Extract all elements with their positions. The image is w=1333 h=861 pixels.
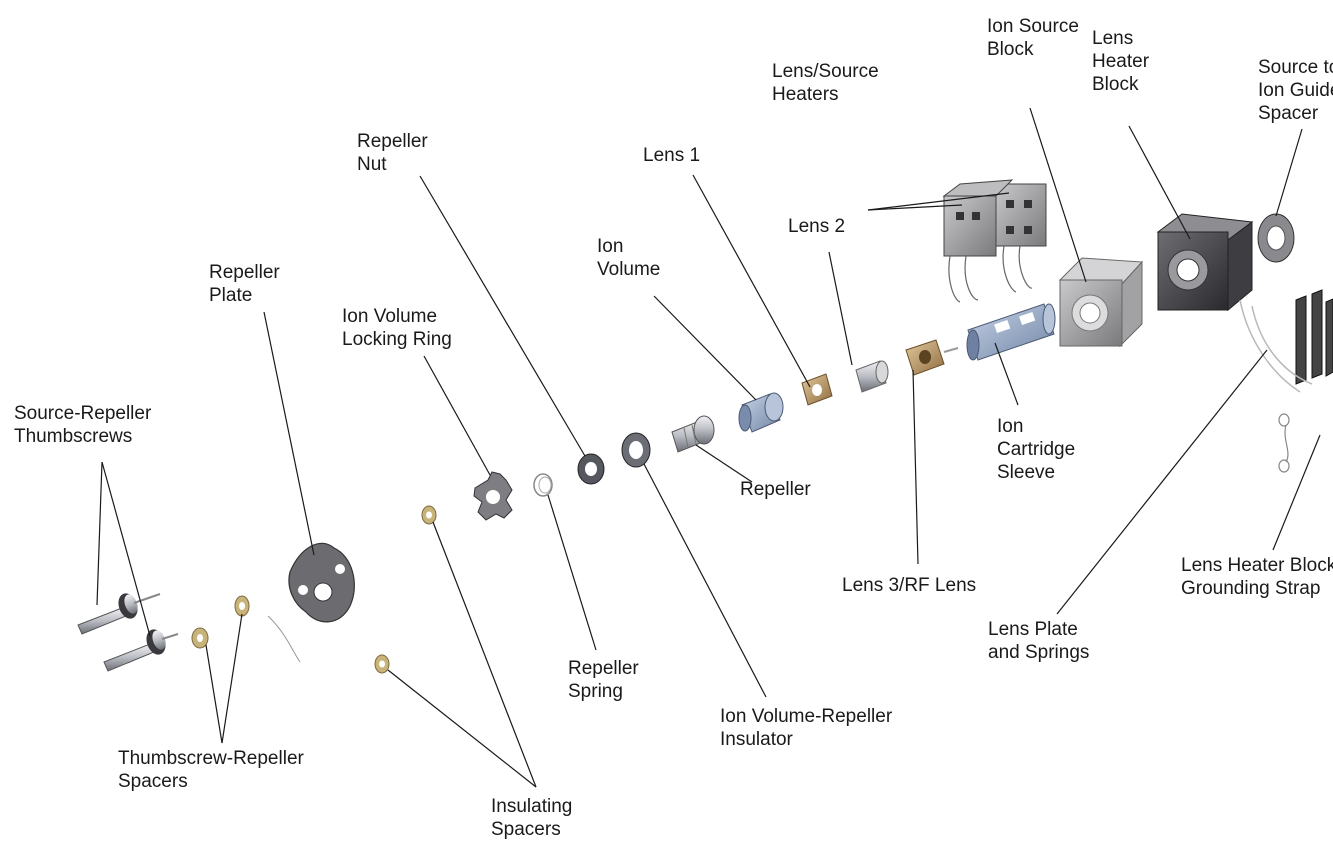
lens-1-part bbox=[801, 373, 833, 406]
ion-guide-spacer-part bbox=[1257, 213, 1295, 263]
label-lens-heater-block-grounding-strap: Lens Heater Block Grounding Strap bbox=[1181, 555, 1333, 599]
label-lens-3-rf-lens: Lens 3/RF Lens bbox=[842, 575, 977, 596]
insulator-part bbox=[621, 432, 651, 468]
lens-heater-block-part bbox=[1156, 213, 1254, 312]
insulating-spacer-part bbox=[421, 505, 437, 525]
label-source-to-ion-guide-spacer: Source to Ion Guide Spacer bbox=[1258, 57, 1333, 124]
locking-ring-part bbox=[473, 471, 513, 521]
ion-source-block-part bbox=[1058, 257, 1144, 348]
label-thumbscrew-repeller-spacers: Thumbscrew-Repeller Spacers bbox=[118, 748, 304, 792]
lens-2-part bbox=[855, 360, 889, 393]
label-repeller: Repeller bbox=[740, 479, 811, 500]
label-repeller-nut: Repeller Nut bbox=[357, 131, 428, 175]
repeller-nut-part bbox=[577, 453, 605, 485]
label-repeller-spring: Repeller Spring bbox=[568, 658, 639, 702]
label-ion-volume: Ion Volume bbox=[597, 236, 661, 280]
ion-cartridge-sleeve-part bbox=[966, 303, 1056, 361]
label-insulating-spacers: Insulating Spacers bbox=[491, 796, 573, 840]
label-repeller-plate: Repeller Plate bbox=[209, 262, 280, 306]
label-ion-volume-locking-ring: Ion Volume Locking Ring bbox=[342, 306, 452, 350]
label-lens-source-heaters: Lens/Source Heaters bbox=[772, 61, 879, 105]
label-source-repeller-thumbscrews: Source-Repeller Thumbscrews bbox=[14, 403, 152, 447]
repeller-plate-part bbox=[288, 542, 355, 623]
lens-source-heaters-part bbox=[942, 179, 1047, 303]
label-lens-2: Lens 2 bbox=[788, 216, 846, 237]
label-lens-1: Lens 1 bbox=[643, 145, 701, 166]
wire-part bbox=[267, 615, 301, 663]
repeller-spring-part bbox=[533, 473, 553, 497]
spacer-part bbox=[234, 595, 250, 617]
repeller-part bbox=[671, 415, 715, 453]
grounding-strap-part bbox=[1278, 413, 1290, 473]
label-ion-source-block: Ion Source Block bbox=[987, 16, 1079, 60]
label-lens-heater-block: Lens Heater Block bbox=[1092, 28, 1150, 95]
ion-volume-part bbox=[738, 392, 784, 433]
thumbscrew-part bbox=[103, 629, 179, 672]
spacer-part bbox=[191, 627, 209, 649]
label-lens-plate-and-springs: Lens Plate and Springs bbox=[988, 619, 1090, 663]
lens-plate-springs-part bbox=[1239, 289, 1333, 393]
label-ion-cartridge-sleeve: Ion Cartridge Sleeve bbox=[997, 416, 1076, 483]
thumbscrew-part bbox=[77, 593, 161, 635]
insulating-spacer-part bbox=[374, 654, 390, 674]
leader-lines bbox=[96, 107, 1321, 788]
lens-3-rf-lens-part bbox=[905, 339, 959, 376]
label-ion-volume-repeller-insulator: Ion Volume-Repeller Insulator bbox=[720, 706, 893, 750]
